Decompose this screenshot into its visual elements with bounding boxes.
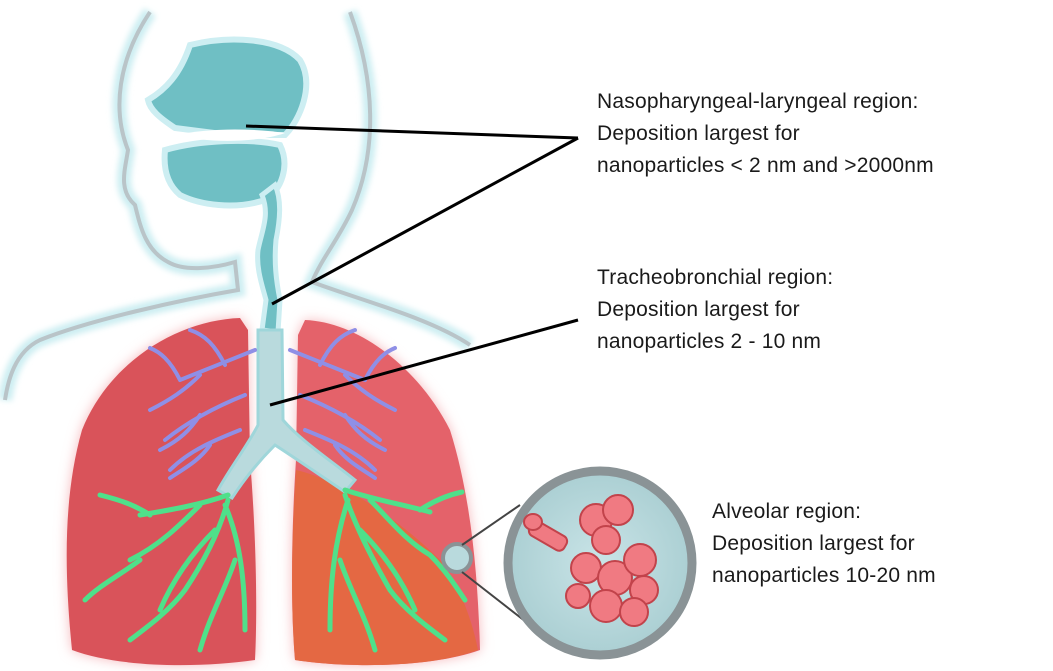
nasopharyngeal-region-label: Nasopharyngeal-laryngeal region: Deposit… — [597, 86, 934, 182]
tracheobronchial-region-label: Tracheobronchial region: Deposition larg… — [597, 262, 833, 358]
alveolus-magnifier — [508, 471, 692, 655]
label-line: Nasopharyngeal-laryngeal region: — [597, 86, 934, 118]
leader-line-naso-lower — [272, 138, 578, 304]
label-line: nanoparticles 2 - 10 nm — [597, 326, 833, 358]
leader-line-naso-upper — [246, 126, 578, 138]
label-line: nanoparticles 10-20 nm — [712, 560, 936, 592]
label-line: Deposition largest for — [597, 118, 934, 150]
label-line: Deposition largest for — [597, 294, 833, 326]
label-line: Tracheobronchial region: — [597, 262, 833, 294]
alveolar-spot — [443, 544, 471, 572]
label-line: nanoparticles < 2 nm and >2000nm — [597, 150, 934, 182]
label-line: Deposition largest for — [712, 528, 936, 560]
leader-lines — [246, 126, 578, 405]
alveolar-region-label: Alveolar region: Deposition largest for … — [712, 496, 936, 592]
label-line: Alveolar region: — [712, 496, 936, 528]
